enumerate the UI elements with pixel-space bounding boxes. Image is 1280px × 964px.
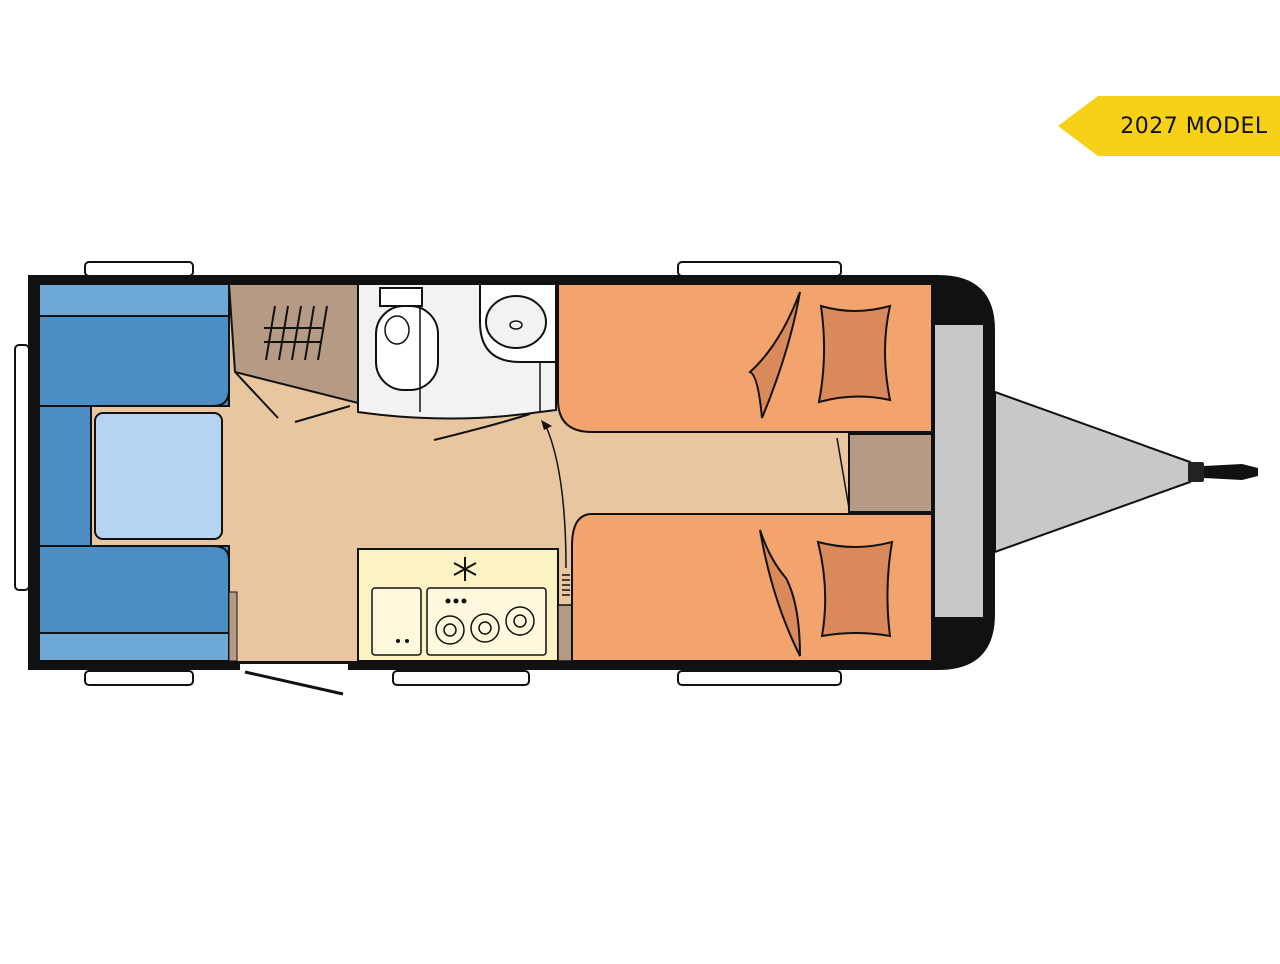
- model-year-label: 2027 MODEL: [1120, 114, 1268, 139]
- pillow-icon-2: [816, 540, 894, 638]
- sink-icon: [371, 587, 422, 656]
- toilet-seat-icon: [384, 315, 410, 345]
- wardrobe-door-swing-2: [294, 405, 351, 423]
- toilet-cistern: [379, 287, 423, 307]
- toilet-icon: [375, 305, 439, 391]
- entrance-door-gap: [240, 664, 348, 672]
- fridge-snowflake-icon: [453, 557, 477, 581]
- hitch-coupling: [1188, 462, 1204, 482]
- seat-bottom-backrest: [38, 632, 230, 662]
- duvet-fold-icon-2: [759, 529, 801, 657]
- hob-knob-icon-2: [453, 598, 459, 604]
- arrow-head-icon: [541, 420, 552, 430]
- wardrobe-door-swing: [234, 371, 279, 419]
- window-bottom-front: [677, 670, 842, 686]
- duvet-fold-icon: [748, 291, 801, 419]
- entrance-door-frame: [228, 591, 238, 662]
- drain-icon: [509, 320, 523, 330]
- seat-top-front-edge: [91, 316, 230, 407]
- drawbar: [994, 390, 1191, 554]
- seat-rear: [38, 405, 92, 547]
- window-top-rear: [84, 261, 194, 277]
- window-rear: [14, 344, 30, 591]
- window-top-front: [677, 261, 842, 277]
- dining-table: [94, 412, 223, 540]
- bedside-cabinet: [848, 433, 933, 513]
- seat-bottom-front-edge: [91, 545, 230, 633]
- front-nose-left: [935, 284, 983, 325]
- washbasin-bowl-icon: [485, 295, 547, 349]
- window-bottom-rear: [84, 670, 194, 686]
- front-nose-right: [935, 617, 983, 661]
- hob-knob-icon: [445, 598, 451, 604]
- entrance-door-swing: [244, 670, 344, 696]
- burner-icon: [435, 606, 535, 645]
- step-icon: [562, 574, 570, 596]
- window-bottom-mid: [392, 670, 530, 686]
- model-year-badge: 2027 MODEL: [1058, 96, 1280, 156]
- hitch-handle: [1204, 464, 1258, 480]
- hanger-rail-icon: [264, 305, 328, 361]
- washroom-door-swing: [433, 413, 531, 441]
- badge-arrow-shape: [1058, 96, 1280, 156]
- pillow-icon: [817, 304, 892, 404]
- door-path-arrow: [544, 423, 567, 569]
- seat-top-backrest: [38, 283, 230, 317]
- sink-drain-icon: [396, 639, 400, 643]
- sink-drain-icon-2: [405, 639, 409, 643]
- kitchen-side-panel: [557, 604, 573, 662]
- hob-knob-icon-3: [461, 598, 467, 604]
- front-locker: [935, 325, 983, 617]
- cabinet-edge: [836, 437, 850, 509]
